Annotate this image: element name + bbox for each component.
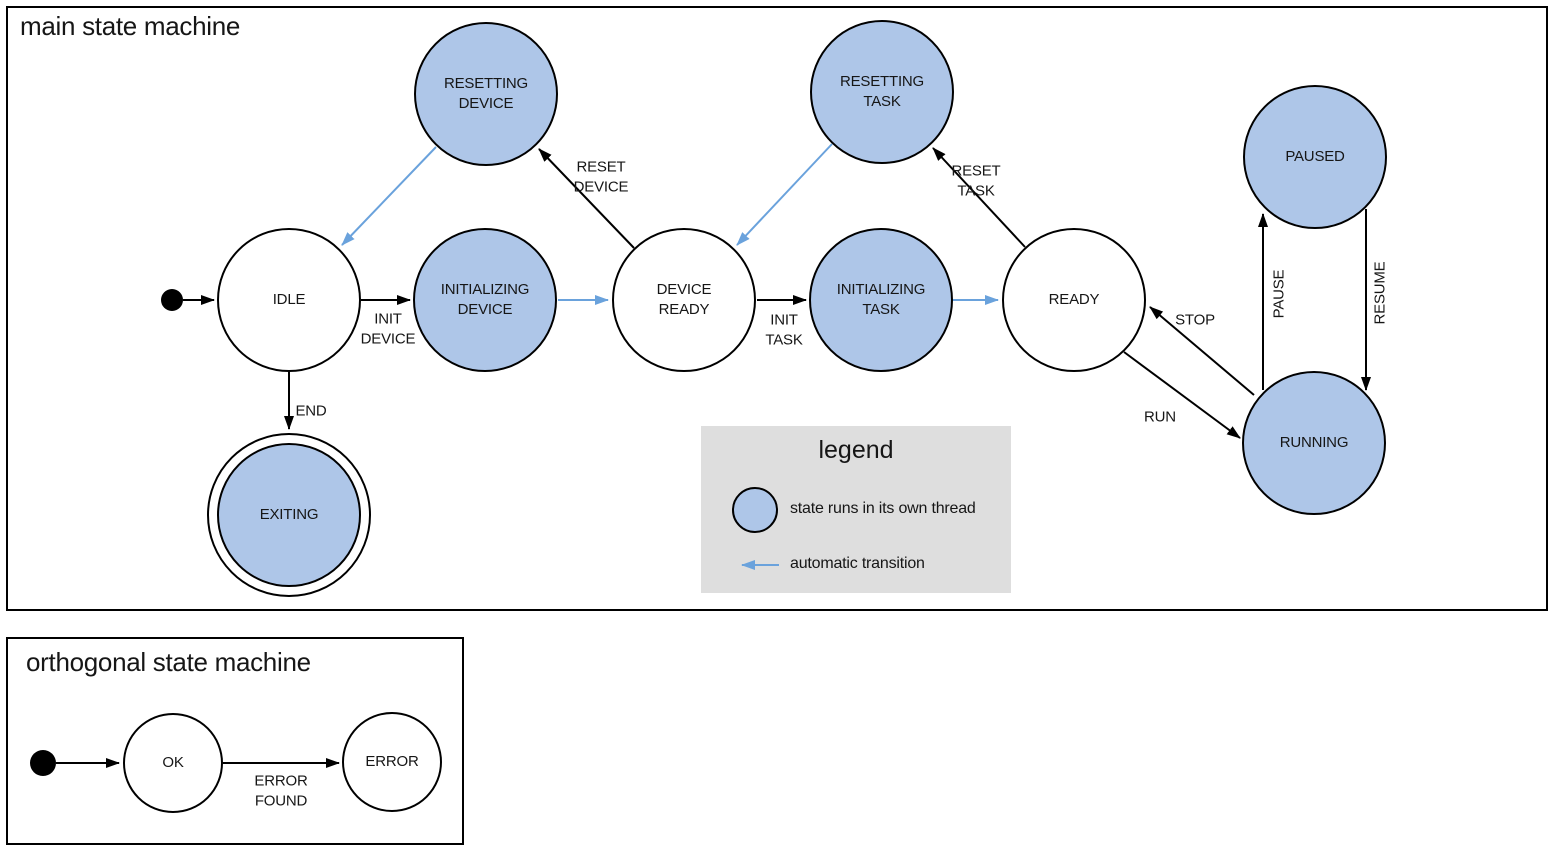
threaded-state-swatch-icon xyxy=(732,487,778,533)
edge-ready-to-resetting-task xyxy=(932,147,1026,248)
transition-label-error-found: ERROR FOUND xyxy=(254,772,308,810)
main-state-machine-panel xyxy=(6,6,1548,611)
state-error: ERROR xyxy=(342,712,442,812)
state-initializing-task: INITIALIZING TASK xyxy=(809,228,953,372)
state-device-ready: DEVICE READY xyxy=(612,228,756,372)
main-state-machine-title: main state machine xyxy=(20,11,241,41)
transition-label-reset-device: RESET DEVICE xyxy=(573,158,629,196)
legend-auto-item-label: automatic transition xyxy=(790,555,925,572)
edge-running-to-ready-stop xyxy=(1149,306,1255,396)
transition-label-init-task: INIT TASK xyxy=(765,311,803,349)
state-initializing-device: INITIALIZING DEVICE xyxy=(413,228,557,372)
legend-title: legend xyxy=(818,436,894,464)
legend-box: legend state runs in its own thread auto… xyxy=(701,426,1011,593)
legend-thread-item-label: state runs in its own thread xyxy=(790,500,976,517)
edge-ready-to-running-run xyxy=(1123,351,1241,439)
state-idle: IDLE xyxy=(217,228,361,372)
state-ready: READY xyxy=(1002,228,1146,372)
edge-auto-resetting-device-to-idle xyxy=(341,146,437,246)
state-paused: PAUSED xyxy=(1243,85,1387,229)
transition-label-reset-task: RESET TASK xyxy=(951,162,1001,200)
transition-label-run: RUN xyxy=(1144,408,1176,426)
state-resetting-device: RESETTING DEVICE xyxy=(414,22,558,166)
automatic-transition-arrow-icon xyxy=(741,560,779,570)
transition-label-stop: STOP xyxy=(1175,311,1215,329)
orthogonal-state-machine-title: orthogonal state machine xyxy=(26,647,311,677)
edge-auto-resetting-task-to-device-ready xyxy=(736,143,833,246)
transition-label-resume: RESUME xyxy=(1371,261,1389,325)
state-resetting-task: RESETTING TASK xyxy=(810,20,954,164)
orthogonal-state-machine-panel xyxy=(6,637,464,845)
initial-state-dot-main xyxy=(161,289,183,311)
edge-device-ready-to-resetting-device xyxy=(538,148,635,249)
state-exiting-outer-ring: EXITING xyxy=(207,433,371,597)
initial-state-dot-orthogonal xyxy=(30,750,56,776)
transition-label-pause: PAUSE xyxy=(1270,269,1288,319)
transition-label-end: END xyxy=(295,402,327,420)
transition-label-init-device: INIT DEVICE xyxy=(360,310,416,348)
state-ok: OK xyxy=(123,713,223,813)
state-exiting: EXITING xyxy=(217,443,361,587)
state-running: RUNNING xyxy=(1242,371,1386,515)
